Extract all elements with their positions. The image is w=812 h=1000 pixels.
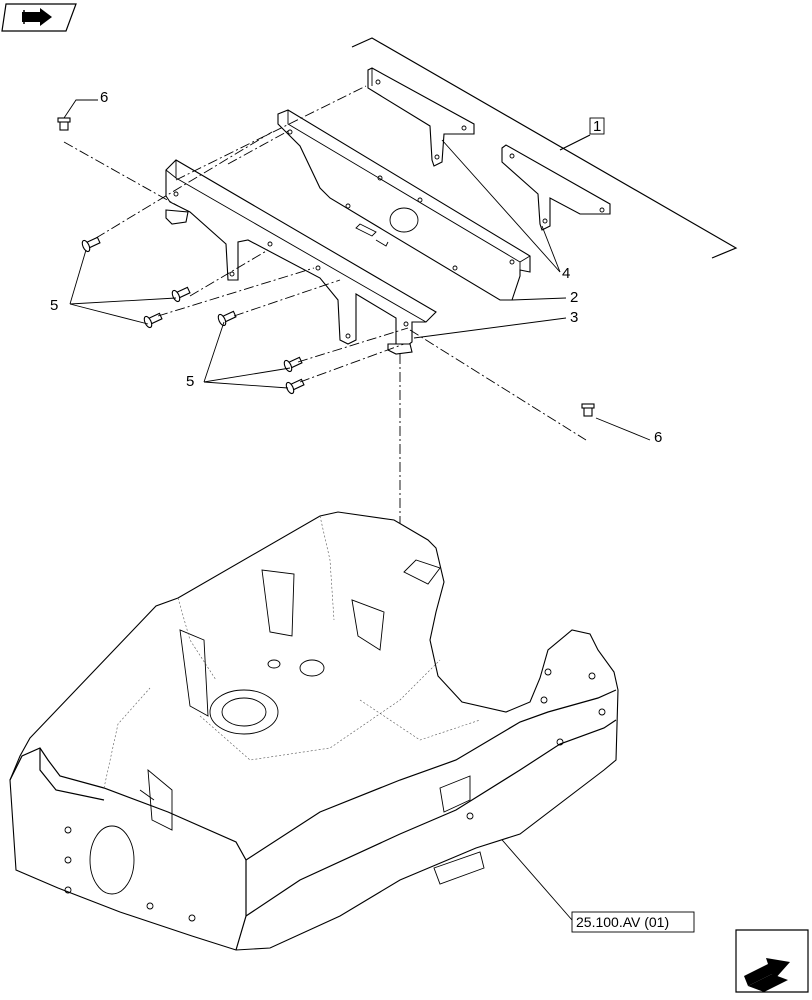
callout-6-left: 6 bbox=[100, 89, 108, 106]
part-4-bracket-left bbox=[367, 67, 475, 167]
callout-4: 4 bbox=[562, 265, 570, 282]
part-5-bolts bbox=[81, 236, 305, 395]
callout-2: 2 bbox=[570, 289, 578, 306]
svg-text:1: 1 bbox=[593, 118, 601, 135]
next-page-arrow-icon[interactable] bbox=[735, 929, 809, 993]
svg-text:25.100.AV (01): 25.100.AV (01) bbox=[576, 914, 669, 930]
callout-5-upper: 5 bbox=[50, 297, 58, 314]
part-4-bracket-right bbox=[501, 144, 611, 231]
group-bracket bbox=[351, 37, 738, 259]
callout-6-right: 6 bbox=[654, 429, 662, 446]
reference-box[interactable]: 25.100.AV (01) bbox=[571, 911, 695, 933]
part-6-screw-left bbox=[57, 117, 71, 131]
callout-5-lower: 5 bbox=[186, 373, 194, 390]
callout-3: 3 bbox=[570, 309, 578, 326]
book-arrow-icon[interactable] bbox=[1, 3, 77, 32]
part-3-rail bbox=[165, 159, 437, 355]
leader-lines bbox=[63, 99, 651, 921]
callout-1: 1 bbox=[589, 117, 605, 135]
part-6-screw-right bbox=[581, 403, 595, 417]
tractor-front-frame bbox=[9, 511, 619, 951]
part-2-plate bbox=[277, 109, 531, 301]
